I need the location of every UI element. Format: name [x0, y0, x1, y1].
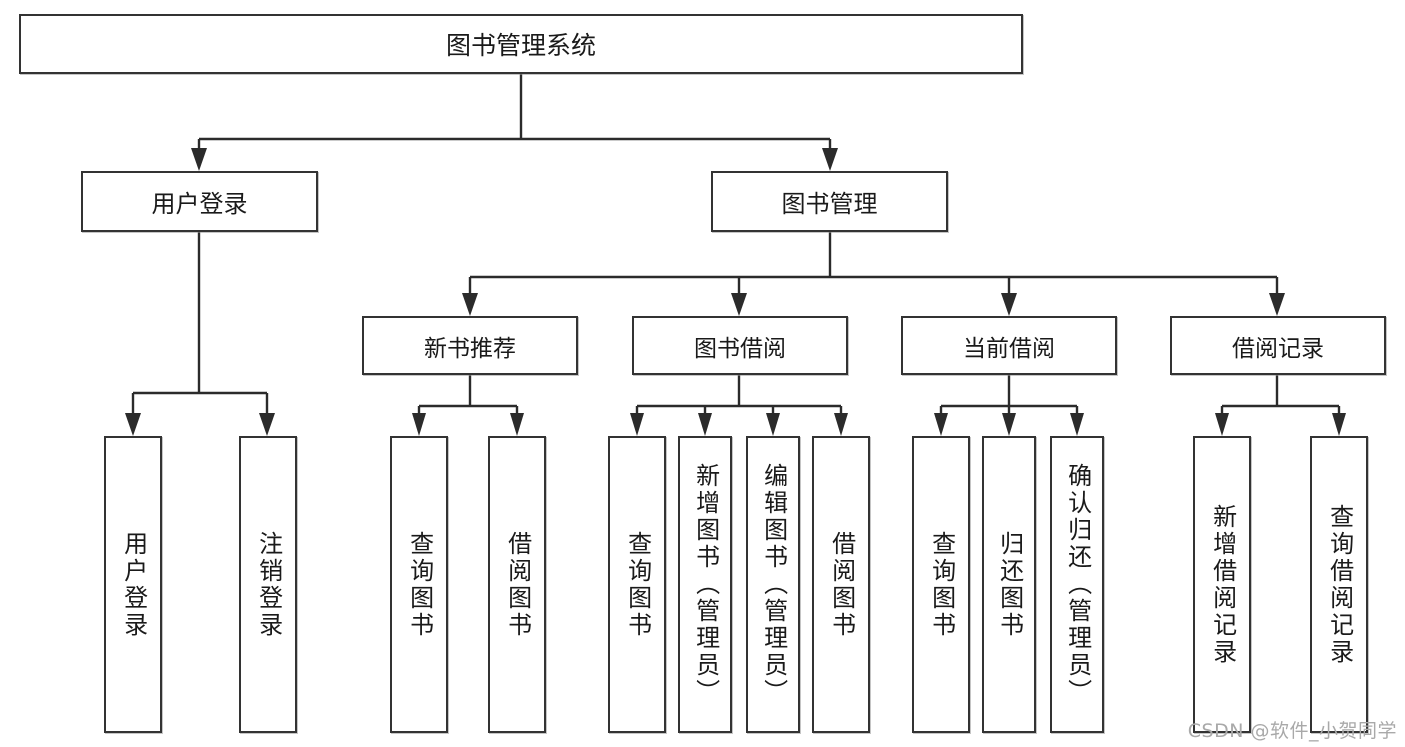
arrow-records-to-leaf-1	[1215, 413, 1229, 436]
node-new-book-recommend-label: 新书推荐	[424, 335, 516, 362]
node-root-system[interactable]: 图书管理系统	[19, 14, 1023, 74]
arrow-current-to-leaf-1	[934, 413, 948, 436]
node-leaf-edit-book-admin[interactable]: 编辑图书（管理员）	[746, 436, 800, 733]
arrow-new-book-to-leaf-2	[510, 413, 524, 436]
node-leaf-user-login[interactable]: 用户登录	[104, 436, 162, 733]
arrow-user-login-to-leaf-1	[125, 413, 141, 436]
arrow-root-to-book-mgmt	[822, 148, 838, 171]
arrow-book-mgmt-to-borrow	[731, 293, 747, 316]
node-leaf-borrow-book-1[interactable]: 借阅图书	[488, 436, 546, 733]
node-leaf-query-book-3[interactable]: 查询图书	[912, 436, 970, 733]
node-root-system-label: 图书管理系统	[445, 31, 596, 60]
node-book-management[interactable]: 图书管理	[711, 171, 948, 232]
node-new-book-recommend[interactable]: 新书推荐	[362, 316, 578, 375]
arrow-new-book-to-leaf-1	[412, 413, 426, 436]
node-leaf-return-book-label: 归还图书	[995, 530, 1024, 639]
node-leaf-add-borrow-record-label: 新增借阅记录	[1208, 503, 1237, 666]
arrow-borrow-to-leaf-1	[630, 413, 644, 436]
node-borrow-records[interactable]: 借阅记录	[1170, 316, 1386, 375]
node-borrow-records-label: 借阅记录	[1232, 335, 1324, 362]
arrow-borrow-to-leaf-4	[834, 413, 848, 436]
node-book-management-label: 图书管理	[781, 190, 878, 218]
node-leaf-borrow-book-2-label: 借阅图书	[827, 530, 856, 639]
node-leaf-add-borrow-record[interactable]: 新增借阅记录	[1193, 436, 1251, 733]
node-leaf-user-login-label: 用户登录	[119, 530, 148, 639]
node-leaf-logout[interactable]: 注销登录	[239, 436, 297, 733]
node-current-borrow[interactable]: 当前借阅	[901, 316, 1117, 375]
node-leaf-borrow-book-2[interactable]: 借阅图书	[812, 436, 870, 733]
arrow-borrow-to-leaf-2	[698, 413, 712, 436]
arrow-book-mgmt-to-current	[1001, 293, 1017, 316]
node-leaf-query-book-2-label: 查询图书	[623, 530, 652, 639]
node-leaf-query-book-3-label: 查询图书	[927, 530, 956, 639]
arrow-current-to-leaf-2	[1002, 413, 1016, 436]
node-leaf-confirm-return-admin[interactable]: 确认归还（管理员）	[1050, 436, 1104, 733]
node-current-borrow-label: 当前借阅	[963, 335, 1055, 362]
node-leaf-query-book-1-label: 查询图书	[405, 530, 434, 639]
arrow-records-to-leaf-2	[1332, 413, 1346, 436]
arrow-current-to-leaf-3	[1070, 413, 1084, 436]
node-user-login[interactable]: 用户登录	[81, 171, 318, 232]
node-leaf-query-book-2[interactable]: 查询图书	[608, 436, 666, 733]
node-user-login-label: 用户登录	[151, 190, 248, 218]
node-leaf-confirm-return-admin-label: 确认归还（管理员）	[1063, 463, 1092, 706]
node-leaf-logout-label: 注销登录	[254, 530, 283, 639]
arrow-borrow-to-leaf-3	[766, 413, 780, 436]
node-leaf-edit-book-admin-label: 编辑图书（管理员）	[759, 463, 788, 706]
node-leaf-return-book[interactable]: 归还图书	[982, 436, 1036, 733]
node-leaf-query-borrow-record[interactable]: 查询借阅记录	[1310, 436, 1368, 733]
csdn-watermark: CSDN @软件_小贺同学	[1187, 720, 1397, 742]
node-book-borrow-label: 图书借阅	[694, 335, 786, 362]
arrow-book-mgmt-to-new-book	[462, 293, 478, 316]
arrow-book-mgmt-to-records	[1269, 293, 1285, 316]
node-leaf-query-borrow-record-label: 查询借阅记录	[1325, 503, 1354, 666]
arrow-root-to-user-login	[191, 148, 207, 171]
node-book-borrow[interactable]: 图书借阅	[632, 316, 848, 375]
node-leaf-query-book-1[interactable]: 查询图书	[390, 436, 448, 733]
node-leaf-add-book-admin-label: 新增图书（管理员）	[691, 463, 720, 706]
node-leaf-add-book-admin[interactable]: 新增图书（管理员）	[678, 436, 732, 733]
node-leaf-borrow-book-1-label: 借阅图书	[503, 530, 532, 639]
arrow-user-login-to-leaf-2	[259, 413, 275, 436]
